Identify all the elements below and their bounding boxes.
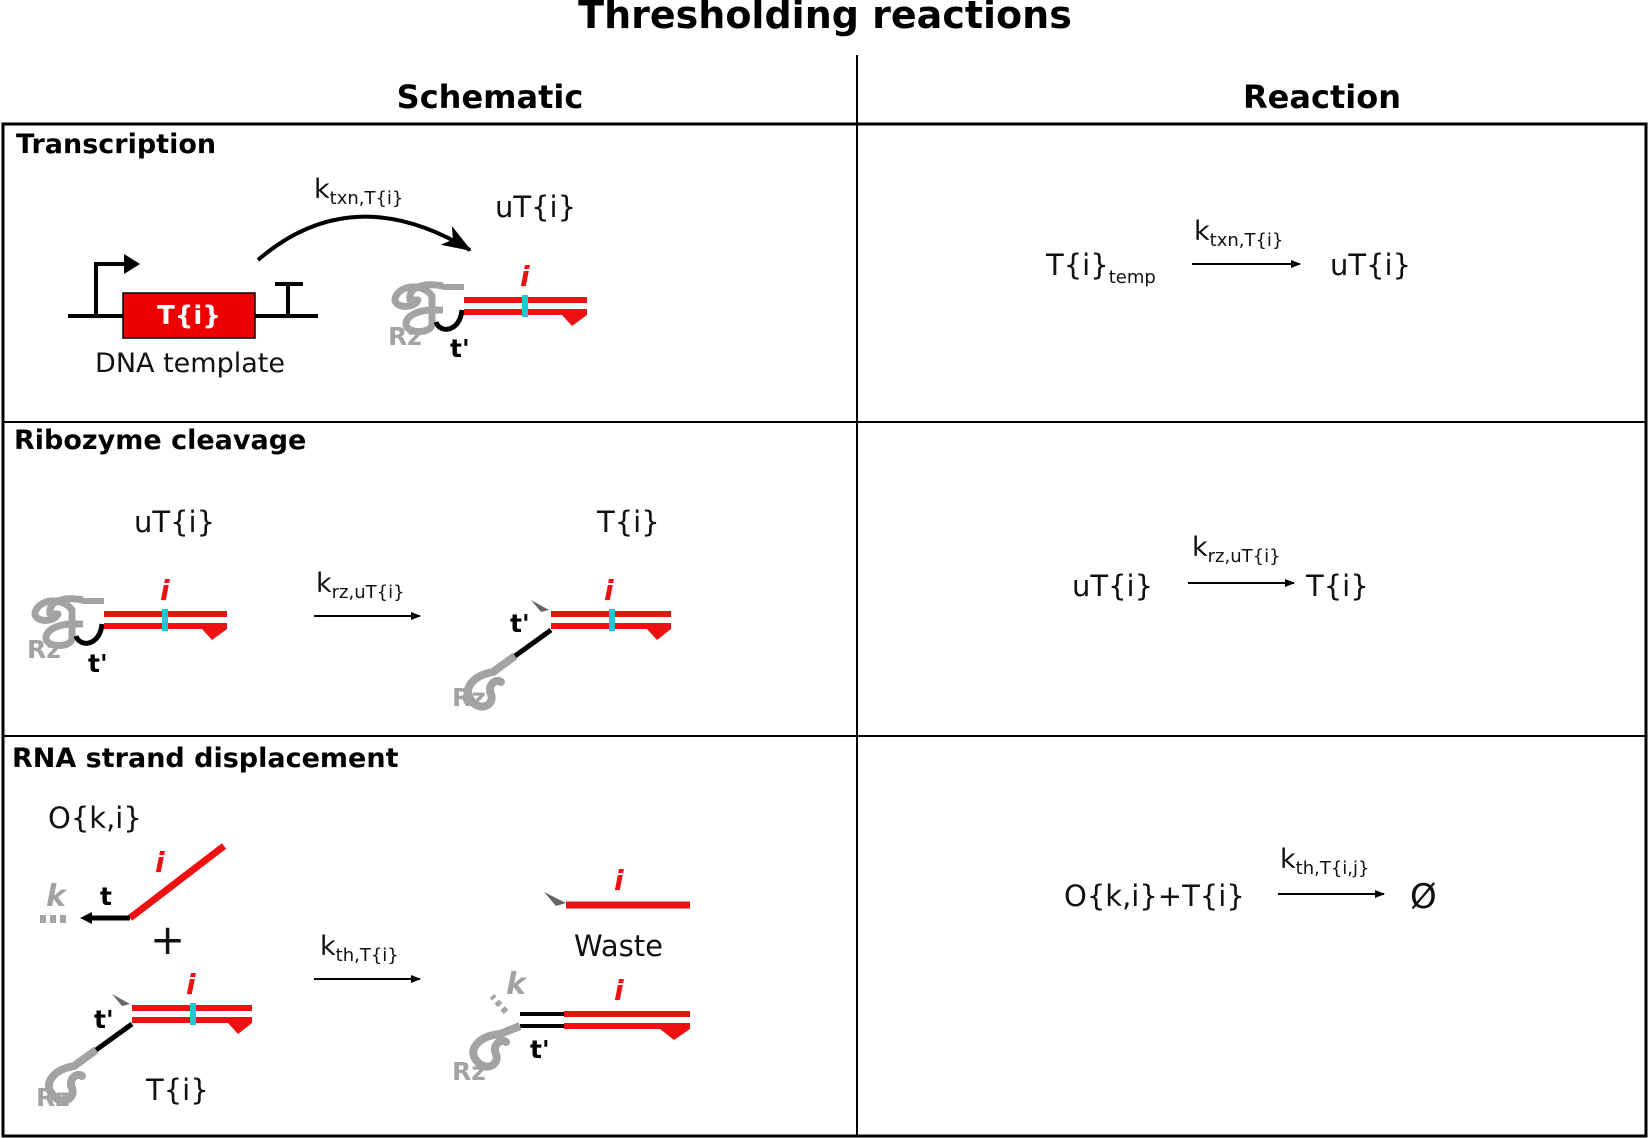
reaction-cleavage: uT{i} krz,uT{i} T{i} xyxy=(1072,532,1369,603)
cleavage-rate-label: krz,uT{i} xyxy=(316,568,405,603)
column-header-schematic: Schematic xyxy=(397,78,584,116)
threshold-label: O{k,i} xyxy=(48,801,142,835)
reaction-transcription: T{i}temp ktxn,T{i} uT{i} xyxy=(1045,216,1411,288)
ribozyme-label: Rz xyxy=(27,635,61,664)
waste-strand xyxy=(544,892,690,909)
toehold-t-prime-label: t' xyxy=(88,649,108,678)
reaction-displacement: O{k,i}+T{i} kth,T{i,j} Ø xyxy=(1064,844,1437,917)
transcription-rate-label: ktxn,T{i} xyxy=(314,174,403,209)
cleavage-reactant-label: uT{i} xyxy=(134,505,215,539)
waste-label: Waste xyxy=(574,929,663,963)
reaction-lhs: O{k,i}+T{i} xyxy=(1064,879,1245,913)
uncleaved-rna xyxy=(35,598,227,646)
domain-i-label: i xyxy=(520,260,530,293)
reaction-rate: kth,T{i,j} xyxy=(1280,844,1369,879)
column-header-reaction: Reaction xyxy=(1243,78,1401,116)
figure-title: Thresholding reactions xyxy=(578,0,1072,37)
row-title-displacement: RNA strand displacement xyxy=(12,743,399,774)
utr-label: uT{i} xyxy=(495,190,576,224)
displacement-rate-label: kth,T{i} xyxy=(320,931,399,966)
row-strand-displacement: RNA strand displacement O{k,i} i k t + i… xyxy=(12,743,1437,1112)
gene-box xyxy=(122,292,256,339)
ribozyme-label: Rz xyxy=(36,1083,70,1112)
dna-template: T{i} DNA template xyxy=(68,254,318,379)
toehold-t-prime-label: t' xyxy=(450,334,470,363)
cleavage-product-label: T{i} xyxy=(596,505,660,539)
transcription-arrow xyxy=(256,214,472,262)
cleaved-rna xyxy=(468,600,671,707)
reaction-reactant: T{i}temp xyxy=(1045,248,1156,288)
domain-i-label: i xyxy=(160,574,170,607)
uncleaved-rna xyxy=(395,284,587,332)
domain-i-label: i xyxy=(614,974,624,1007)
domain-i-label: i xyxy=(155,846,165,879)
table-grid xyxy=(1,55,1648,1138)
row-title-cleavage: Ribozyme cleavage xyxy=(14,425,306,456)
domain-k-label: k xyxy=(506,967,528,1002)
inert-duplex xyxy=(469,994,690,1071)
row-title-transcription: Transcription xyxy=(16,129,216,160)
reaction-rate: krz,uT{i} xyxy=(1192,532,1281,567)
domain-k-label: k xyxy=(46,879,68,914)
ribozyme-label: Rz xyxy=(452,683,486,712)
target-label: T{i} xyxy=(145,1073,209,1107)
reaction-product: uT{i} xyxy=(1330,248,1411,282)
plus-sign: + xyxy=(150,915,185,964)
dna-template-label: DNA template xyxy=(95,348,285,379)
toehold-t-prime-label: t' xyxy=(530,1035,550,1064)
row-ribozyme-cleavage: Ribozyme cleavage uT{i} i Rz t' krz,uT{i… xyxy=(14,425,1369,712)
toehold-t-prime-label: t' xyxy=(94,1005,114,1034)
ribozyme-label: Rz xyxy=(452,1057,486,1086)
reaction-rate: ktxn,T{i} xyxy=(1194,216,1283,251)
toehold-t-label: t xyxy=(100,882,112,911)
row-transcription: Transcription T{i} DNA template ktxn,T{i… xyxy=(16,129,1411,379)
reaction-product: T{i} xyxy=(1305,569,1369,603)
gene-label: T{i} xyxy=(157,301,221,331)
reaction-reactant: uT{i} xyxy=(1072,569,1153,603)
ribozyme-label: Rz xyxy=(388,322,422,351)
domain-i-label: i xyxy=(604,574,614,607)
reaction-product: Ø xyxy=(1410,877,1437,917)
domain-i-label: i xyxy=(186,968,196,1001)
toehold-t-prime-label: t' xyxy=(510,609,530,638)
domain-i-label: i xyxy=(614,864,624,897)
threshold-strand xyxy=(40,843,227,924)
